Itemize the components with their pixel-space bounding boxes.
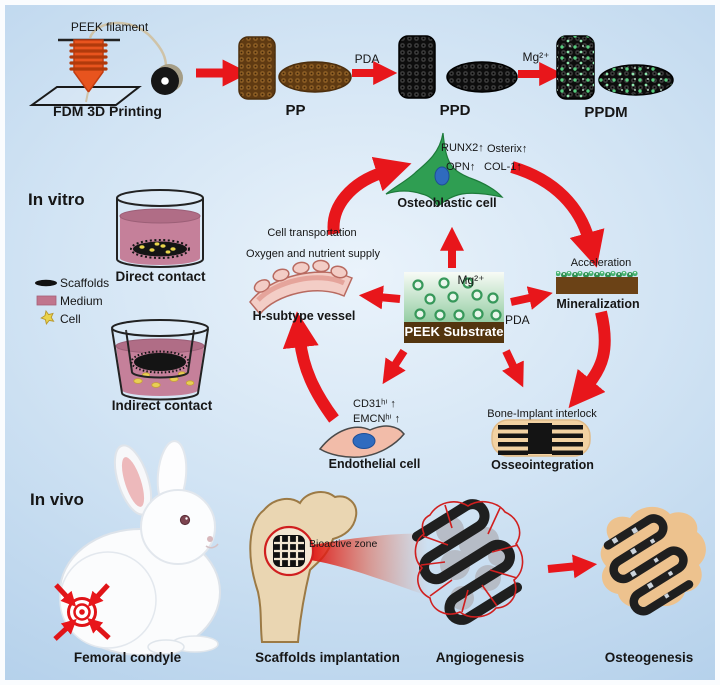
osterix-marker: Osterix↑ <box>487 143 528 155</box>
acceleration-note: Acceleration <box>570 257 632 269</box>
filament-spool-icon <box>151 64 183 95</box>
medium-legend-icon <box>36 295 57 306</box>
legend-scaffolds-label: Scaffolds <box>60 276 110 290</box>
h-subtype-vessel-icon <box>249 259 353 316</box>
legend-icons <box>35 279 57 326</box>
femoral-condyle-label: Femoral condyle <box>73 650 182 665</box>
cd31-marker: CD31ʰⁱ ↑ <box>353 398 396 410</box>
arrow-osteoblast-to-mineralization <box>510 161 605 268</box>
direct-contact-beaker-icon <box>116 189 204 268</box>
scaffolds-implantation-label: Scaffolds implantation <box>255 650 400 665</box>
rabbit-illustration <box>53 440 221 656</box>
bone-implant-interlock-note: Bone-Implant interlock <box>487 408 597 420</box>
scaffold-implantation-icon <box>249 491 428 643</box>
runx2-marker: RUNX2↑ <box>441 142 484 154</box>
arrow-vessel-to-osteoblast <box>327 156 412 235</box>
mg-center-label: Mg²⁺ <box>457 273 485 287</box>
pda-arrow-label: PDA <box>354 52 380 66</box>
osseointegration-icon <box>491 419 591 457</box>
in-vivo-title: In vivo <box>30 490 84 509</box>
legend-medium-label: Medium <box>60 294 103 308</box>
vessel-network <box>414 500 524 618</box>
arrow-center-downleft <box>382 348 408 385</box>
bioactive-zone-label: Bioactive zone <box>309 538 378 550</box>
endothelial-cell-icon <box>318 425 405 458</box>
ppd-scaffold-icon <box>398 35 518 99</box>
osteoblastic-cell-label: Osteoblastic cell <box>397 196 497 210</box>
ppdm-scaffold-icon <box>556 35 674 100</box>
osteogenesis-icon <box>600 506 706 616</box>
osteogenesis-label: Osteogenesis <box>604 650 694 665</box>
indirect-contact-beaker-icon <box>111 319 209 401</box>
mineralization-label: Mineralization <box>556 297 640 311</box>
pp-scaffold-icon <box>238 36 352 100</box>
pda-center-label: PDA <box>505 313 530 327</box>
femoral-target-icon <box>53 583 111 641</box>
arrow-endothelial-to-vessel <box>282 311 339 423</box>
col1-marker: COL-1↑ <box>484 161 522 173</box>
ppdm-label: PPDM <box>584 104 628 121</box>
ppd-label: PPD <box>439 102 471 119</box>
fdm-printer-illustration <box>28 21 183 106</box>
endothelial-cell-label: Endothelial cell <box>328 457 421 471</box>
scaffold-cross-section-icon <box>273 535 305 567</box>
fdm-printing-label: FDM 3D Printing <box>53 103 162 119</box>
opn-marker: OPN↑ <box>446 161 476 173</box>
peek-substrate-icon <box>404 272 504 343</box>
bioactive-beam <box>310 533 428 596</box>
scaffolds-legend-icon <box>35 279 57 287</box>
in-vitro-title: In vitro <box>28 190 85 209</box>
arrow-center-left <box>358 285 401 310</box>
mineralization-icon <box>556 269 638 294</box>
extruder-nozzle-icon <box>73 39 104 94</box>
oxygen-supply-note: Oxygen and nutrient supply <box>246 248 380 260</box>
arrow-center-right <box>510 286 553 310</box>
arrow-center-downright <box>502 349 524 388</box>
osteoblastic-cell-icon <box>385 132 504 207</box>
osseointegration-label: Osseointegration <box>491 458 594 472</box>
peek-filament-label: PEEK filament <box>70 20 149 34</box>
emcn-marker: EMCNʰⁱ ↑ <box>353 413 401 425</box>
cell-legend-icon <box>40 309 55 326</box>
cycle-arrows <box>282 156 611 423</box>
arrow-angio-to-osteo <box>547 554 598 579</box>
angiogenesis-icon <box>411 499 524 625</box>
angiogenesis-label: Angiogenesis <box>435 650 525 665</box>
pp-label: PP <box>285 102 306 119</box>
peek-substrate-label: PEEK Substrate <box>404 324 504 339</box>
h-subtype-vessel-label: H-subtype vessel <box>252 309 356 323</box>
cell-transportation-note: Cell transportation <box>267 227 357 239</box>
direct-contact-label: Direct contact <box>115 269 206 284</box>
indirect-contact-label: Indirect contact <box>111 398 213 413</box>
legend-cell-label: Cell <box>60 312 81 326</box>
arrow-mineralization-to-osseo <box>568 310 611 409</box>
mg-arrow-label: Mg²⁺ <box>522 50 550 64</box>
